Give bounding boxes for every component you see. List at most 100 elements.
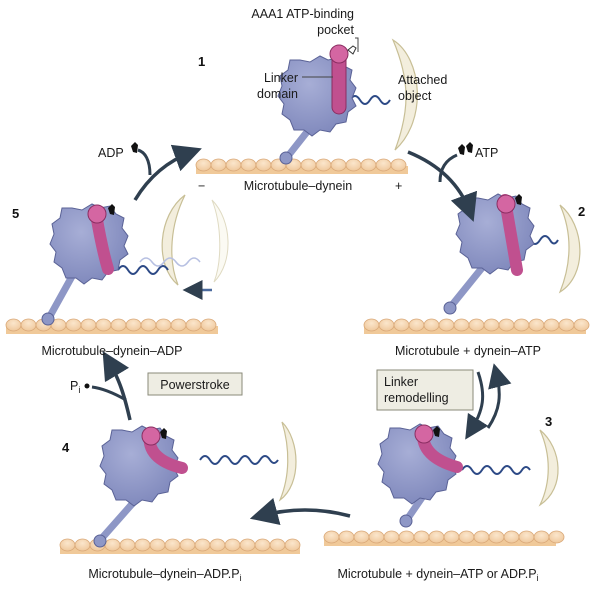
attached-object-3: [538, 429, 559, 507]
label-adp: ADP: [98, 146, 124, 160]
step-number-5: 5: [12, 206, 19, 221]
arrow-1-to-2: [407, 150, 478, 222]
label-state-4-sub: i: [240, 573, 242, 583]
label-aaa1-line1: AAA1 ATP-binding: [251, 7, 354, 21]
arrow-4-to-5: [102, 350, 132, 421]
label-state-4-text: Microtubule–dynein–ADP.P: [88, 567, 239, 581]
label-linker-line2: domain: [257, 87, 298, 101]
tubulin-bead: [323, 530, 340, 544]
tubulin-bead: [345, 158, 362, 172]
tubulin-bead: [110, 318, 127, 332]
callout-aaa1: [355, 37, 359, 52]
tubulin-bead: [134, 538, 151, 552]
tubulin-bead: [179, 538, 196, 552]
label-remodel-line1: Linker: [384, 375, 418, 389]
attached-object-5-previous: [211, 199, 229, 283]
tubulin-bead: [378, 318, 395, 332]
tubulin-bead: [200, 318, 217, 332]
tubulin-bead: [375, 158, 392, 172]
tubulin-bead: [513, 318, 530, 332]
tubulin-bead: [74, 538, 91, 552]
dynein-motor-2: [443, 193, 535, 315]
tubulin-bead: [503, 530, 520, 544]
tubulin-bead: [383, 530, 400, 544]
tubulin-bead: [498, 318, 515, 332]
tubulin-bead: [284, 538, 301, 552]
tubulin-bead: [443, 530, 460, 544]
label-state-3-sub: i: [537, 573, 539, 583]
tubulin-bead: [393, 318, 410, 332]
tubulin-bead: [255, 158, 272, 172]
label-linker-line1: Linker: [264, 71, 298, 85]
tubulin-bead: [59, 538, 76, 552]
tubulin-bead: [338, 530, 355, 544]
tubulin-bead: [225, 158, 242, 172]
linker-remodelling-box: [376, 369, 474, 411]
powerstroke-box: [147, 372, 243, 396]
tubulin-bead: [390, 158, 407, 172]
tubulin-bead: [125, 318, 142, 332]
dynein-motor-1: [277, 44, 357, 165]
tubulin-bead: [224, 538, 241, 552]
tubulin-bead: [185, 318, 202, 332]
arrow-atp-binding: [438, 153, 458, 183]
label-pi: Pi: [70, 379, 80, 395]
tubulin-bead: [149, 538, 166, 552]
tubulin-bead: [95, 318, 112, 332]
tubulin-bead: [254, 538, 271, 552]
tubulin-bead: [573, 318, 590, 332]
tubulin-bead: [360, 158, 377, 172]
tubulin-bead: [488, 530, 505, 544]
label-atp: ATP: [475, 146, 498, 160]
tubulin-bead: [413, 530, 430, 544]
microtubule-base: [6, 326, 218, 334]
tubulin-bead: [483, 318, 500, 332]
step-number-1: 1: [198, 54, 205, 69]
tubulin-bead: [533, 530, 550, 544]
tubulin-bead: [195, 158, 212, 172]
tubulin-bead: [558, 318, 575, 332]
tubulin-bead: [119, 538, 136, 552]
tubulin-bead: [458, 530, 475, 544]
tubulin-bead: [548, 530, 565, 544]
tubulin-bead: [363, 318, 380, 332]
tubulin-bead: [473, 530, 490, 544]
dynein-motor-3: [377, 423, 463, 528]
arrow-pi-release: [91, 385, 127, 402]
tubulin-bead: [140, 318, 157, 332]
tubulin-bead: [543, 318, 560, 332]
tether-1: [349, 95, 391, 105]
tubulin-bead: [210, 158, 227, 172]
microtubule-state-3: [323, 530, 565, 546]
microtubule-state-5: [5, 318, 218, 334]
tubulin-bead: [209, 538, 226, 552]
tubulin-bead: [65, 318, 82, 332]
tether-4: [199, 455, 279, 465]
tubulin-bead: [330, 158, 347, 172]
tether-5: [117, 265, 169, 275]
step-number-4: 4: [62, 440, 70, 455]
arrow-adp-release: [137, 148, 152, 176]
microtubule-state-1: [195, 158, 408, 174]
label-state-4: Microtubule–dynein–ADP.Pi: [88, 567, 241, 583]
tubulin-bead: [194, 538, 211, 552]
tubulin-bead: [428, 530, 445, 544]
tubulin-bead: [300, 158, 317, 172]
adp-molecule-icon: [131, 142, 138, 153]
tubulin-bead: [80, 318, 97, 332]
label-state-5: Microtubule–dynein–ADP: [41, 344, 182, 358]
tubulin-bead: [170, 318, 187, 332]
label-remodel-line2: remodelling: [384, 391, 449, 405]
attached-object-2: [558, 204, 581, 294]
tubulin-bead: [164, 538, 181, 552]
tubulin-bead: [353, 530, 370, 544]
tubulin-bead: [155, 318, 172, 332]
arrow-2-to-3: [465, 371, 489, 440]
label-attached-line2: object: [398, 89, 432, 103]
label-state-2: Microtubule + dynein–ATP: [395, 344, 541, 358]
tubulin-bead: [239, 538, 256, 552]
tether-3: [461, 465, 531, 475]
label-attached-line1: Attached: [398, 73, 447, 87]
tether-5-previous: [139, 257, 201, 267]
